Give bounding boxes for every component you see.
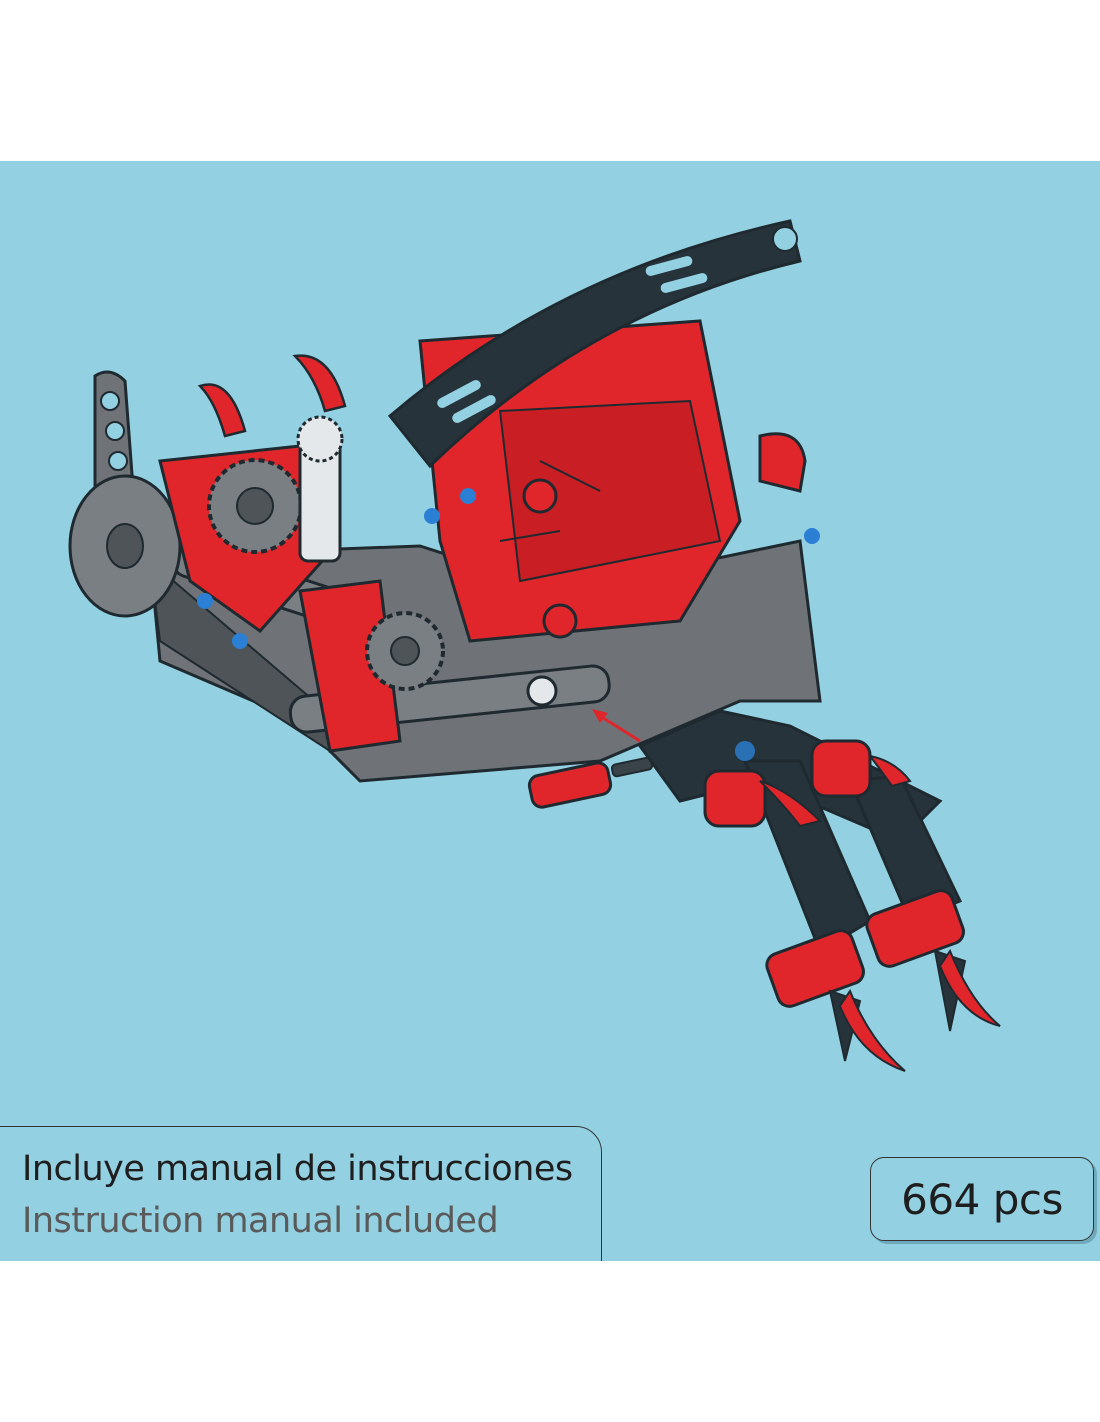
horns	[197, 354, 347, 438]
piece-count-badge: 664 pcs	[870, 1157, 1094, 1241]
claw-assembly	[637, 709, 1001, 1072]
gears	[207, 415, 445, 691]
manual-text-spanish: Incluye manual de instrucciones	[22, 1149, 573, 1189]
manual-text-english: Instruction manual included	[22, 1201, 499, 1241]
piece-count-label: 664 pcs	[901, 1174, 1063, 1224]
product-panel: Incluye manual de instrucciones Instruct…	[0, 161, 1100, 1261]
top-curved-beam	[387, 219, 802, 469]
blue-pins	[197, 488, 820, 649]
manual-callout-box	[0, 1126, 602, 1261]
assembly-arrow	[592, 709, 641, 743]
lego-build-illustration	[68, 219, 1001, 1072]
left-arm	[68, 370, 182, 618]
